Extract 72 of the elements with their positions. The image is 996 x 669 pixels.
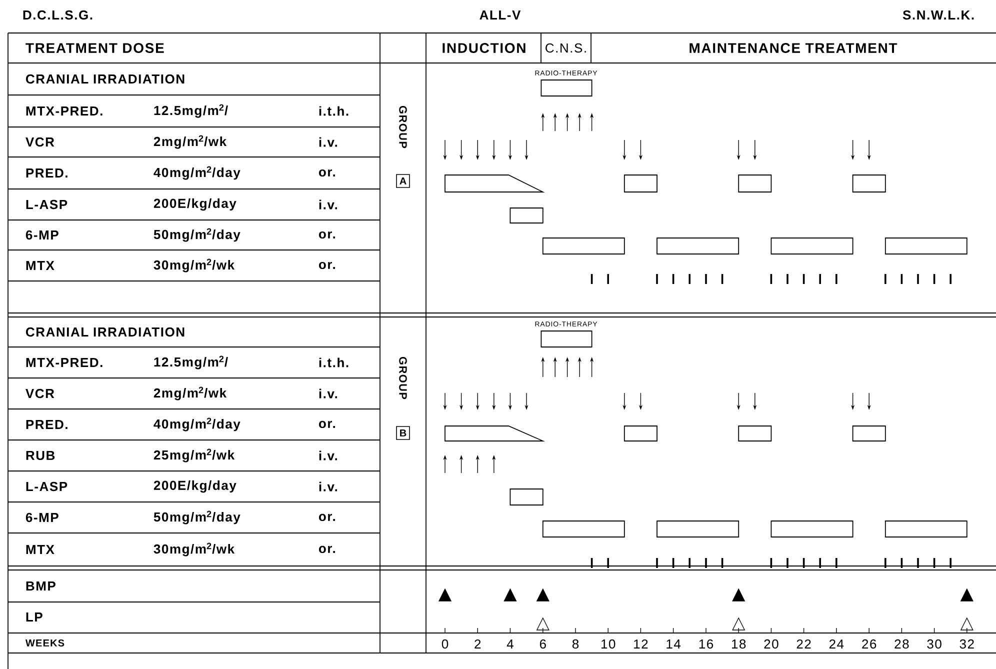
axis-tick-label: 30 <box>927 639 942 649</box>
axis-tick-label: 28 <box>894 639 909 649</box>
route-text: or. <box>318 262 335 270</box>
row-label: LP <box>26 612 42 622</box>
dose-text: 200E/kg/day <box>154 480 236 493</box>
group-badge: A <box>396 174 410 188</box>
route-text: or. <box>318 231 335 239</box>
axis-tick-label: 14 <box>666 640 681 648</box>
route-text: i.v. <box>319 388 337 398</box>
drug-name: MTX-PRED. <box>26 358 102 367</box>
route-text: i.t.h. <box>319 106 348 116</box>
route-text: i.v. <box>319 200 337 210</box>
dose-text: 2mg/m$^{2}$/wk <box>154 386 227 400</box>
row-label: BMP <box>26 582 56 590</box>
drug-name: MTX-PRED. <box>26 106 102 116</box>
axis-tick-label: 8 <box>572 639 579 649</box>
group-badge: B <box>396 426 410 440</box>
dose-text: 30mg/m$^{2}$/wk <box>154 542 235 556</box>
route-text: i.v. <box>319 137 337 147</box>
dose-text: 2mg/m$^{2}$/wk <box>154 135 227 149</box>
route-text: i.v. <box>319 482 337 492</box>
dose-text: 50mg/m$^{2}$/day <box>154 228 240 242</box>
drug-name: VCR <box>26 137 54 147</box>
route-text: or. <box>318 169 335 177</box>
header-text: S.N.W.L.K. <box>902 10 974 20</box>
dose-text: 12.5mg/m$^{2}$/ <box>154 104 228 118</box>
drug-name: PRED. <box>26 420 68 429</box>
drug-name: PRED. <box>26 168 68 178</box>
dose-text: 200E/kg/day <box>154 198 236 211</box>
axis-tick-label: 18 <box>732 639 746 649</box>
column-header: TREATMENT DOSE <box>26 43 164 53</box>
dose-text: 50mg/m$^{2}$/day <box>154 510 240 524</box>
drug-name: L-ASP <box>26 200 68 210</box>
phase-header: INDUCTION <box>442 43 526 53</box>
axis-tick-label: 16 <box>699 639 714 649</box>
route-text: or. <box>318 546 335 554</box>
group-label: GROUP <box>399 106 407 148</box>
dose-text: 25mg/m$^{2}$/wk <box>154 448 235 462</box>
axis-tick-label: 12 <box>634 639 648 649</box>
axis-tick-label: 22 <box>796 639 811 649</box>
drug-name: VCR <box>26 388 54 398</box>
dose-text: 12.5mg/m$^{2}$/ <box>154 356 228 370</box>
title-text: ALL-V <box>480 10 521 20</box>
axis-tick-label: 4 <box>506 640 514 648</box>
axis-tick-label: 10 <box>601 639 616 649</box>
phase-header: C.N.S. <box>546 43 586 53</box>
drug-name: MTX <box>26 261 54 270</box>
dose-text: 30mg/m$^{2}$/wk <box>154 258 235 272</box>
dose-text: 40mg/m$^{2}$/day <box>154 166 240 180</box>
header-text: D.C.L.S.G. <box>23 10 92 20</box>
axis-tick-label: 0 <box>442 639 448 649</box>
row-label: WEEKS <box>25 639 64 647</box>
row-label: CRANIAL IRRADIATION <box>26 327 184 337</box>
axis-tick-label: 26 <box>862 639 876 649</box>
route-text: i.v. <box>319 450 337 460</box>
phase-header: MAINTENANCE TREATMENT <box>690 43 898 53</box>
route-text: i.t.h. <box>319 358 348 368</box>
axis-tick-label: 20 <box>764 639 778 649</box>
group-label: GROUP <box>399 356 407 400</box>
drug-name: L-ASP <box>26 482 68 492</box>
route-text: or. <box>318 420 335 428</box>
axis-tick-label: 24 <box>829 639 844 649</box>
axis-tick-label: 6 <box>540 639 546 649</box>
route-text: or. <box>318 514 335 522</box>
drug-name: 6-MP <box>26 230 58 240</box>
axis-tick-label: 2 <box>474 639 481 649</box>
drug-name: RUB <box>26 450 55 460</box>
drug-name: MTX <box>26 545 54 554</box>
row-label: CRANIAL IRRADIATION <box>26 74 184 84</box>
dose-text: 40mg/m$^{2}$/day <box>154 418 240 432</box>
drug-name: 6-MP <box>26 512 58 522</box>
axis-tick-label: 32 <box>960 639 974 649</box>
